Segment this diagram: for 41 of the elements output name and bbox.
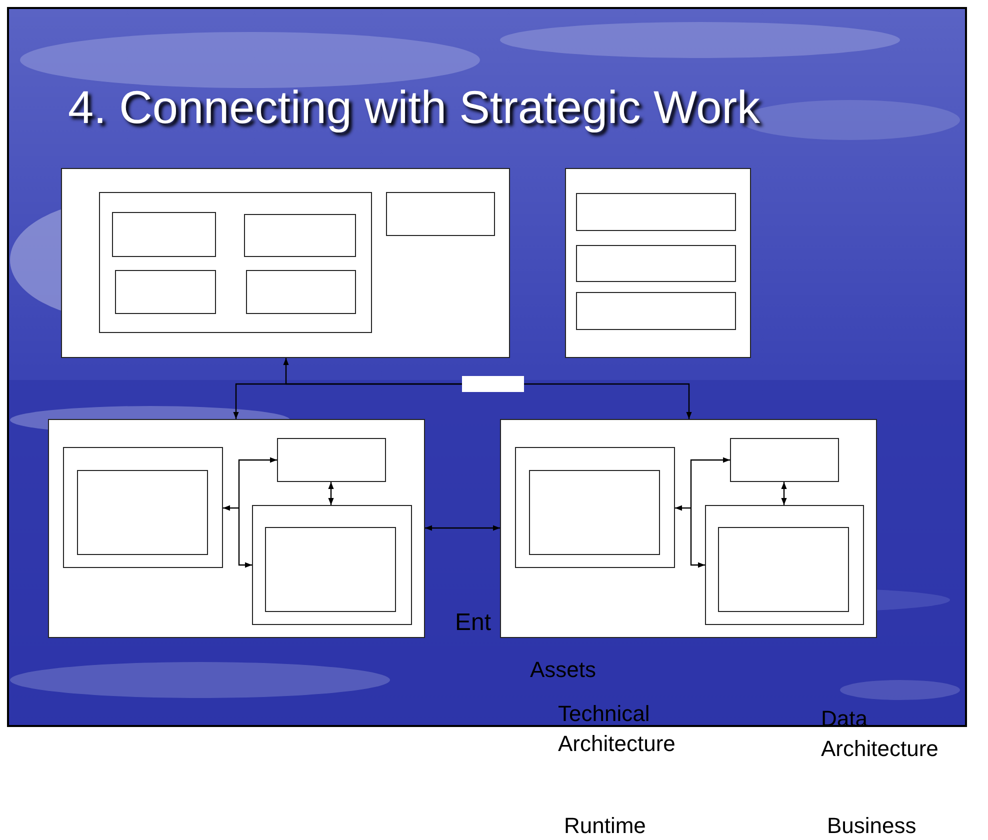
connector-arrow bbox=[675, 505, 691, 511]
diagram-box bbox=[77, 470, 208, 555]
caption-text: Assets bbox=[530, 656, 596, 684]
diagram-box bbox=[112, 212, 216, 257]
diagram-box bbox=[730, 438, 839, 482]
diagram-box bbox=[565, 168, 751, 358]
label-bar bbox=[462, 376, 524, 392]
connector-arrow bbox=[524, 383, 692, 419]
caption-text: Business bbox=[827, 812, 916, 840]
connector-arrow bbox=[425, 525, 500, 531]
diagram-box bbox=[500, 419, 877, 638]
connector-arrow bbox=[690, 508, 705, 568]
connector-arrow bbox=[238, 508, 252, 568]
caption-text: Ent bbox=[455, 608, 492, 638]
diagram-box bbox=[265, 527, 396, 612]
diagram-box bbox=[252, 505, 412, 625]
diagram-box bbox=[63, 447, 223, 568]
diagram-box bbox=[48, 419, 425, 638]
slide-title: 4. Connecting with Strategic Work bbox=[68, 84, 760, 130]
diagram-box bbox=[244, 214, 356, 257]
diagram-box bbox=[246, 270, 356, 314]
diagram-box bbox=[529, 470, 660, 555]
connector-arrow bbox=[781, 482, 787, 505]
diagram-box bbox=[705, 505, 864, 625]
diagram-box bbox=[386, 192, 495, 236]
diagram-box bbox=[115, 270, 216, 314]
diagram-box bbox=[576, 193, 736, 231]
connector-arrow bbox=[238, 457, 277, 508]
caption-text: Runtime bbox=[564, 812, 646, 840]
connector-arrow bbox=[223, 505, 239, 511]
connector-arrow bbox=[233, 383, 462, 419]
diagram-box bbox=[576, 292, 736, 330]
diagram-box bbox=[277, 438, 386, 482]
diagram-box bbox=[61, 168, 510, 358]
diagram-box bbox=[718, 527, 849, 612]
caption-text: Technical Architecture bbox=[558, 700, 676, 758]
diagram-box bbox=[576, 245, 736, 282]
connector-arrow bbox=[690, 457, 730, 508]
connector-arrow bbox=[328, 482, 334, 505]
diagram-box bbox=[515, 447, 675, 568]
diagram-box bbox=[99, 192, 372, 333]
